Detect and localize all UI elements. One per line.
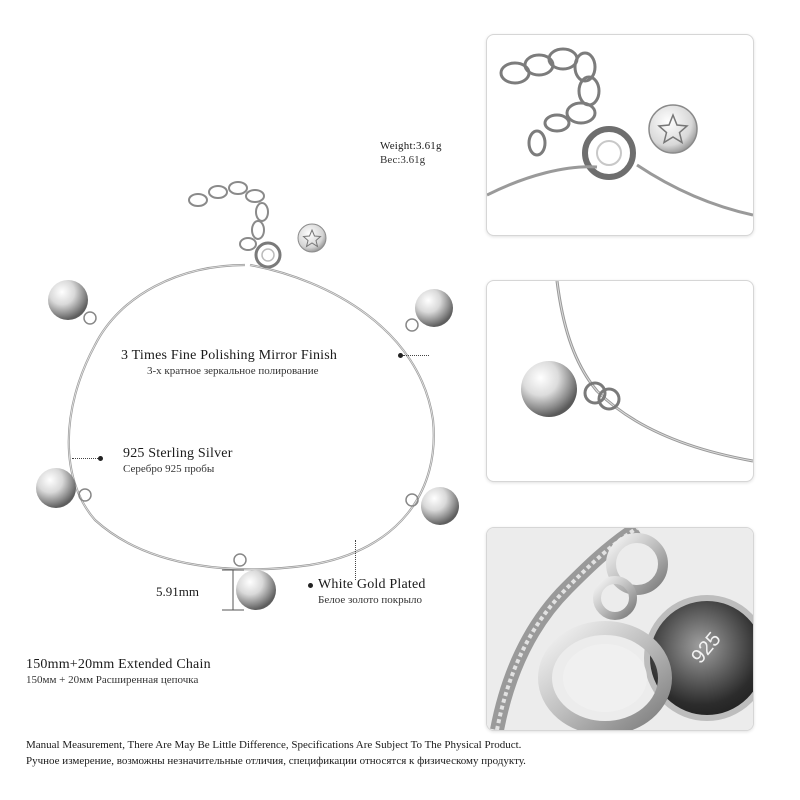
disclaimer-ru: Ручное измерение, возможны незначительны… (26, 754, 526, 767)
silver-ru: Серебро 925 пробы (123, 462, 215, 475)
spring-clasp (254, 241, 282, 269)
disclaimer: Manual Measurement, There Are May Be Lit… (26, 738, 526, 770)
clasp-closeup (487, 47, 753, 217)
chain-length-ru: 150мм + 20мм Расширенная цепочка (26, 673, 199, 686)
polish-marker (398, 353, 403, 358)
stamp-closeup: 925 (487, 528, 753, 730)
polish-en: 3 Times Fine Polishing Mirror Finish (121, 348, 338, 363)
bead-center-bottom (233, 553, 276, 610)
bead-left-bottom (36, 468, 92, 508)
weight-ru: Вес:3.61g (380, 153, 426, 166)
plated-label: White Gold Plated Белое золото покрыло (318, 576, 426, 607)
plated-en: White Gold Plated (318, 577, 426, 592)
polish-leader (403, 355, 429, 356)
silver-marker (98, 456, 103, 461)
chain-length-en: 150mm+20mm Extended Chain (26, 657, 211, 672)
detail-panel-clasp (486, 34, 754, 236)
polish-label: 3 Times Fine Polishing Mirror Finish 3-х… (121, 347, 337, 378)
bracelet-illustration (36, 181, 459, 611)
detail-panel-bead (486, 280, 754, 482)
bead-size-label: 5.91mm (156, 584, 199, 599)
silver-en: 925 Sterling Silver (123, 446, 233, 461)
chain-loop (67, 263, 435, 571)
bead-right-bottom (405, 487, 459, 525)
plated-marker (308, 583, 313, 588)
extension-chain (188, 181, 269, 251)
silver-leader (72, 458, 98, 459)
polish-ru: 3-х кратное зеркальное полирование (147, 364, 319, 377)
bead-left-top (48, 280, 97, 325)
bead-closeup (521, 281, 753, 463)
chain-length-label: 150mm+20mm Extended Chain 150мм + 20мм Р… (26, 656, 211, 687)
disclaimer-en: Manual Measurement, There Are May Be Lit… (26, 739, 522, 751)
plated-ru: Белое золото покрыло (318, 593, 422, 606)
detail-panel-stamp: 925 (486, 527, 754, 731)
plated-leader (355, 540, 356, 580)
silver-label: 925 Sterling Silver Серебро 925 пробы (123, 445, 233, 476)
bead-right-top (405, 289, 453, 332)
weight-label: Weight:3.61g Вес:3.61g (380, 140, 442, 168)
star-tag (297, 223, 327, 253)
weight-en: Weight:3.61g (380, 140, 442, 152)
